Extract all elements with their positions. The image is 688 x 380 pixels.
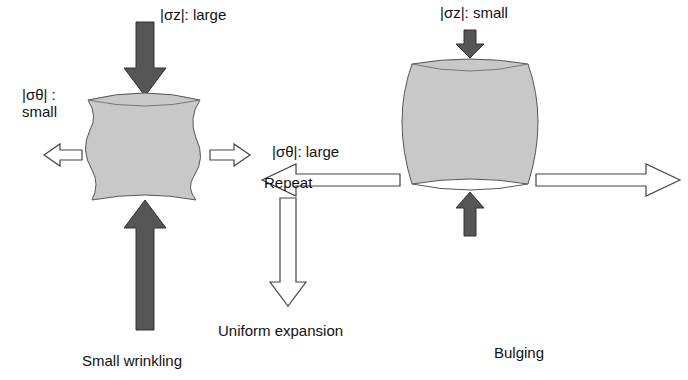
hoop-arrow — [262, 164, 400, 196]
step-label: Repeat — [264, 174, 312, 191]
bulging-tube — [402, 59, 538, 184]
state-label: Bulging — [494, 344, 544, 361]
stress-label: |σz|: large — [160, 6, 226, 23]
axial-arrow — [456, 30, 484, 58]
wrinkled-tube — [85, 93, 200, 200]
axial-arrow — [124, 200, 166, 330]
stress-label: |σθ| : small — [22, 86, 68, 120]
result-arrow — [270, 198, 306, 306]
tube-edge — [88, 100, 200, 106]
result-label: Uniform expansion — [218, 322, 343, 339]
axial-arrow — [124, 22, 166, 96]
axial-arrow — [456, 192, 484, 236]
hoop-arrow — [536, 164, 680, 196]
state-label: Small wrinkling — [82, 352, 182, 369]
hoop-arrow — [210, 144, 250, 166]
stress-label: |σz|: small — [440, 4, 508, 21]
tube-edge — [412, 64, 528, 71]
tube-edge — [412, 184, 528, 190]
hoop-arrow — [44, 144, 82, 166]
stress-label: |σθ|: large — [272, 143, 339, 160]
